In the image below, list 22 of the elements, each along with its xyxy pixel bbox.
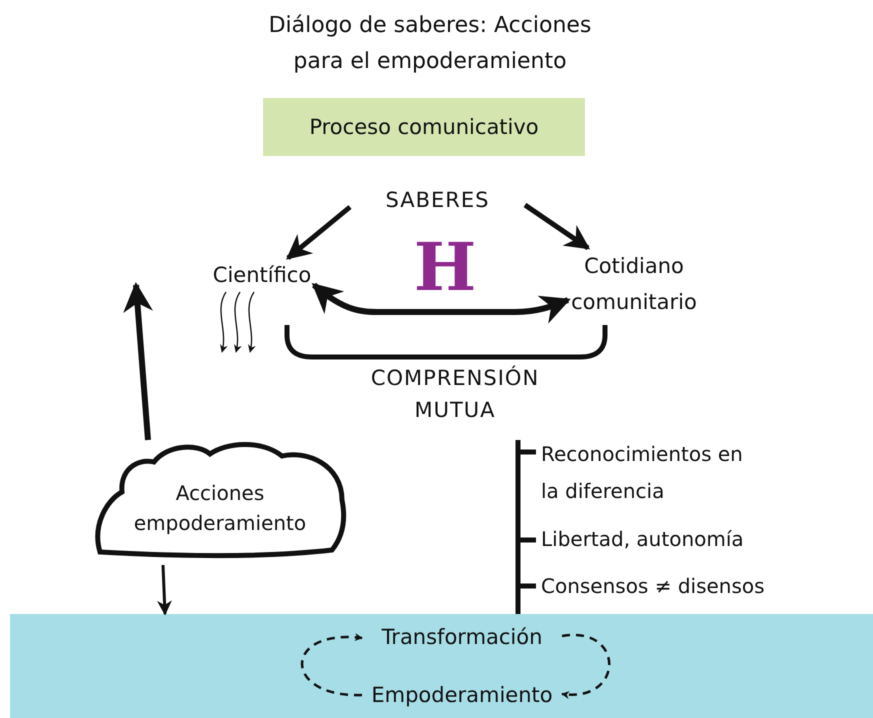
process-box [263,98,585,156]
node-text: SABERES [350,183,525,217]
node-text: Científico [210,258,314,292]
arrow [561,634,610,698]
list-item: Consensos ≠ disensos [541,573,766,600]
arrow [123,282,154,440]
node-label: Proceso comunicativo [309,115,539,139]
heading-text: COMPRENSIÓN MUTUA [370,364,540,424]
node-text: Cotidiano comunitario [568,248,700,320]
node-text: Transformación [362,620,562,654]
letter-mark: H [412,232,478,302]
title: Diálogo de saberes: Acciones para el empoderamiento [268,12,592,76]
band [10,614,873,718]
arrow [286,205,352,260]
arrow [312,282,571,324]
list-item: Reconocimientos en la diferencia [541,441,744,505]
arrow [156,564,172,616]
arrow [524,202,590,250]
list-item: Libertad, autonomía [541,526,745,553]
node-text: Empoderamiento [362,678,562,712]
arrow [300,634,363,696]
node-label: Acciones empoderamiento [132,480,308,536]
